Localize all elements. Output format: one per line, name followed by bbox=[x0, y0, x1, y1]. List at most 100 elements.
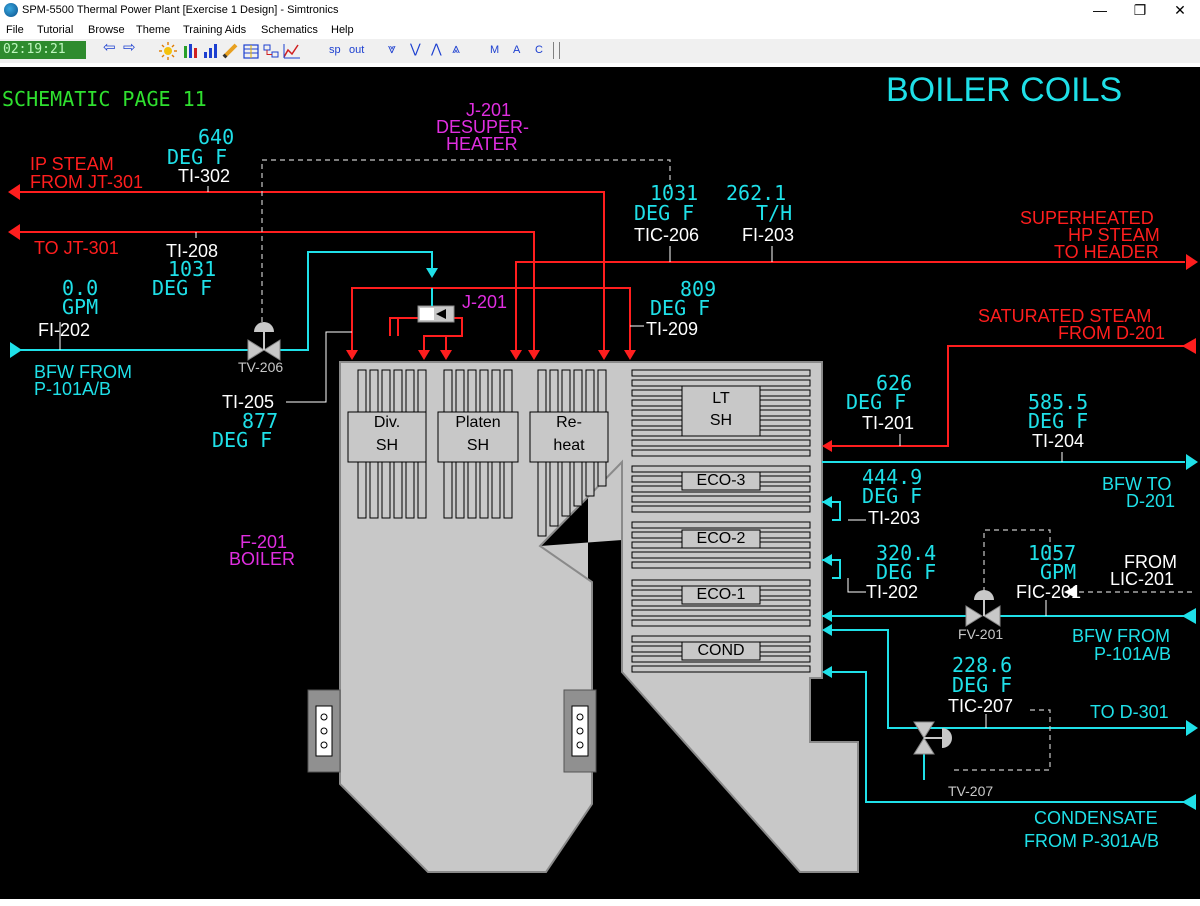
forward-arrow-icon[interactable]: ⇨ bbox=[123, 39, 136, 56]
boiler-schematic-graphics bbox=[8, 159, 1198, 873]
auto-mode-button[interactable]: A bbox=[513, 44, 521, 56]
ti201-tag[interactable]: TI-201 bbox=[862, 413, 915, 433]
grid-icon[interactable] bbox=[243, 44, 259, 59]
ti209-unit: DEG F bbox=[650, 296, 711, 320]
output-button[interactable]: out bbox=[349, 44, 365, 56]
j201-label-2: DESUPER- bbox=[436, 117, 530, 137]
cond-label: COND bbox=[697, 642, 745, 659]
valve-fv201[interactable] bbox=[965, 590, 1001, 627]
line-chart-icon[interactable] bbox=[283, 44, 300, 59]
setpoint-button[interactable]: sp bbox=[329, 44, 341, 56]
fic201-value: 1057 bbox=[1028, 541, 1077, 565]
sun-icon[interactable] bbox=[159, 42, 177, 60]
decrease-icon[interactable]: ⋁ bbox=[410, 41, 421, 56]
ti204-value: 585.5 bbox=[1028, 390, 1089, 414]
j201-label-3: HEATER bbox=[446, 134, 518, 154]
title-bar: SPM-5500 Thermal Power Plant [Exercise 1… bbox=[0, 0, 1200, 22]
menu-bar: File Tutorial Browse Theme Training Aids… bbox=[0, 22, 1200, 39]
j201-desuperheater-label: J-201 bbox=[462, 292, 508, 312]
minimize-button[interactable]: — bbox=[1093, 2, 1107, 18]
fi202-tag[interactable]: FI-202 bbox=[38, 320, 91, 340]
ti302-value: 640 bbox=[198, 125, 235, 149]
ti202-tag[interactable]: TI-202 bbox=[866, 582, 919, 602]
fi203-tag[interactable]: FI-203 bbox=[742, 225, 795, 245]
bar-graph-icon[interactable] bbox=[184, 44, 197, 58]
ti203-tag[interactable]: TI-203 bbox=[868, 508, 921, 528]
steam-arrows bbox=[8, 184, 1198, 452]
superheated-label-2: HP STEAM bbox=[1068, 225, 1160, 245]
eco3-label: ECO-3 bbox=[696, 472, 746, 489]
tv206-label: TV-206 bbox=[238, 359, 284, 375]
bfw-right-label-1: BFW FROM bbox=[1072, 626, 1170, 646]
trend-bars-icon[interactable] bbox=[204, 44, 217, 58]
ti209-tag[interactable]: TI-209 bbox=[646, 319, 699, 339]
ti205-tag[interactable]: TI-205 bbox=[222, 392, 275, 412]
increase-icon[interactable]: ⋀ bbox=[431, 41, 442, 56]
fast-decrease-icon[interactable]: ⩔ bbox=[388, 40, 396, 56]
platen-sh-label-2: SH bbox=[466, 437, 490, 454]
tv207-label: TV-207 bbox=[948, 783, 994, 799]
lt-sh-label-1: LT bbox=[712, 390, 730, 407]
instrument-leads bbox=[59, 186, 1063, 728]
fi203-unit: T/H bbox=[756, 201, 793, 225]
div-sh-label-1: Div. bbox=[373, 414, 401, 431]
eco2-label: ECO-2 bbox=[696, 530, 746, 547]
tic207-tag[interactable]: TIC-207 bbox=[948, 696, 1014, 716]
menu-tutorial[interactable]: Tutorial bbox=[37, 24, 74, 36]
ti204-tag[interactable]: TI-204 bbox=[1032, 431, 1085, 451]
tic207-unit: DEG F bbox=[952, 673, 1013, 697]
tic206-value: 1031 bbox=[650, 181, 699, 205]
water-arrows bbox=[10, 268, 1198, 810]
right-burner bbox=[563, 689, 597, 773]
flow-diagram-icon[interactable] bbox=[263, 44, 279, 58]
bfw-to-d201-label-1: BFW TO bbox=[1102, 474, 1172, 494]
menu-theme[interactable]: Theme bbox=[136, 24, 171, 36]
close-button[interactable]: ✕ bbox=[1174, 2, 1186, 18]
to-jt301-label: TO JT-301 bbox=[34, 238, 119, 258]
reheat-label-2: heat bbox=[553, 437, 585, 454]
condensate-label-2: FROM P-301A/B bbox=[1024, 831, 1160, 851]
condensate-label-1: CONDENSATE bbox=[1034, 808, 1158, 828]
back-arrow-icon[interactable]: ⇦ bbox=[103, 39, 116, 56]
ti203-unit: DEG F bbox=[862, 484, 923, 508]
menu-help[interactable]: Help bbox=[331, 24, 354, 36]
ti205-unit: DEG F bbox=[212, 428, 273, 452]
fv201-label: FV-201 bbox=[958, 626, 1004, 642]
menu-training-aids[interactable]: Training Aids bbox=[183, 24, 247, 36]
pencil-icon[interactable] bbox=[222, 43, 238, 59]
toolbar-divider bbox=[559, 42, 560, 59]
ip-steam-label-1: IP STEAM bbox=[30, 154, 114, 174]
to-d301-label: TO D-301 bbox=[1090, 702, 1169, 722]
tic206-tag[interactable]: TIC-206 bbox=[634, 225, 700, 245]
toolbar: 02:19:21 ⇦ ⇨ bbox=[0, 39, 1200, 63]
app-icon bbox=[4, 3, 18, 17]
superheated-label-3: TO HEADER bbox=[1054, 242, 1159, 262]
ti208-tag[interactable]: TI-208 bbox=[166, 241, 219, 261]
menu-schematics[interactable]: Schematics bbox=[261, 24, 318, 36]
fic201-tag[interactable]: FIC-201 bbox=[1016, 582, 1082, 602]
schematic-canvas: SCHEMATIC PAGE 11 BOILER COILS J-201 DES… bbox=[0, 67, 1200, 899]
valve-tv206[interactable] bbox=[247, 322, 281, 361]
superheated-label-1: SUPERHEATED bbox=[1020, 208, 1154, 228]
fic201-unit: GPM bbox=[1040, 560, 1077, 584]
water-lines bbox=[20, 251, 1185, 803]
bfw-left-label-2: P-101A/B bbox=[34, 379, 112, 399]
eco1-label: ECO-1 bbox=[696, 586, 746, 603]
ti201-unit: DEG F bbox=[846, 390, 907, 414]
menu-file[interactable]: File bbox=[6, 24, 24, 36]
ti302-unit: DEG F bbox=[167, 145, 228, 169]
window-title: SPM-5500 Thermal Power Plant [Exercise 1… bbox=[22, 4, 339, 16]
steam-lines bbox=[20, 191, 1185, 447]
desuperheater-j201 bbox=[417, 305, 455, 323]
fast-increase-icon[interactable]: ⩓ bbox=[452, 40, 460, 56]
schematic-page-label: SCHEMATIC PAGE 11 bbox=[2, 87, 207, 111]
menu-browse[interactable]: Browse bbox=[88, 24, 125, 36]
ti302-tag[interactable]: TI-302 bbox=[178, 166, 231, 186]
bfw-to-d201-label-2: D-201 bbox=[1126, 491, 1176, 511]
tic207-value: 228.6 bbox=[952, 653, 1013, 677]
valve-tv207[interactable] bbox=[913, 721, 952, 755]
restore-button[interactable]: ❐ bbox=[1133, 2, 1147, 18]
ip-steam-label-2: FROM JT-301 bbox=[30, 172, 144, 192]
manual-mode-button[interactable]: M bbox=[490, 44, 500, 56]
cascade-mode-button[interactable]: C bbox=[535, 44, 543, 56]
